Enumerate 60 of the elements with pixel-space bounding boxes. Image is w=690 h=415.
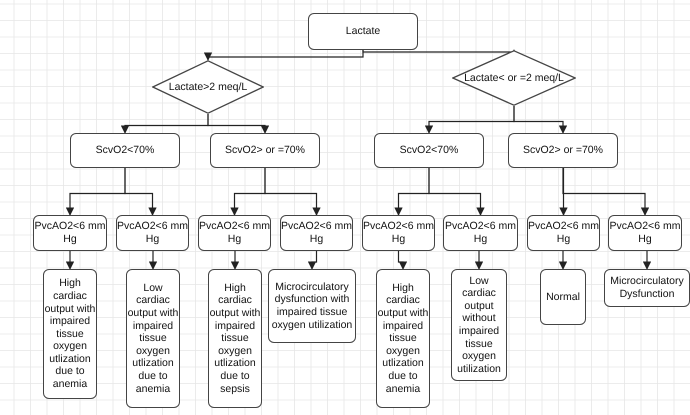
box-label: PvcAO2<6 mm Hg bbox=[444, 220, 517, 246]
arrow bbox=[124, 168, 157, 216]
process-box bbox=[268, 269, 356, 343]
arrow bbox=[264, 168, 321, 216]
process-box bbox=[604, 269, 690, 307]
arrow bbox=[207, 114, 270, 134]
decision-label: Lactate< or =2 meq/L bbox=[464, 72, 564, 84]
process-box bbox=[280, 215, 353, 251]
box-label: Lactate bbox=[346, 25, 380, 38]
box-label: ScvO2<70% bbox=[400, 144, 458, 157]
box-label: Low cardiac output without impaired tissue oxygen utilization bbox=[456, 274, 502, 376]
box-label: PvcAO2<6 mm Hg bbox=[609, 220, 681, 246]
box-label: PvcAO2<6 mm Hg bbox=[34, 220, 106, 246]
arrow bbox=[204, 50, 364, 61]
box-label: PvcAO2<6 mm Hg bbox=[281, 220, 352, 246]
process-box bbox=[210, 133, 320, 168]
box-label: PvcAO2<6 mm Hg bbox=[199, 220, 270, 246]
arrow bbox=[513, 106, 568, 134]
arrow bbox=[66, 251, 74, 270]
box-label: High cardiac output with impaired tissue oxygen utlization due to anemia bbox=[377, 282, 429, 396]
process-box bbox=[198, 215, 271, 251]
process-box bbox=[443, 215, 518, 251]
box-label: PvcAO2<6 mm Hg bbox=[117, 220, 188, 246]
box-label: ScvO2> or =70% bbox=[225, 144, 305, 157]
box-label: PvcAO2<6 mm Hg bbox=[528, 220, 599, 246]
box-label: High cardiac output with impaired tissue oxygen utlization due to anemia bbox=[44, 277, 96, 391]
arrow bbox=[230, 251, 240, 270]
box-label: Low cardiac output with impaired tissue oxygen utlization due to anemia bbox=[127, 282, 179, 396]
process-box bbox=[374, 133, 484, 168]
process-box bbox=[33, 215, 107, 251]
process-box bbox=[208, 269, 262, 408]
decision-label: Lactate>2 meq/L bbox=[168, 80, 248, 94]
arrow bbox=[562, 168, 650, 216]
process-box bbox=[376, 269, 430, 408]
process-box bbox=[43, 269, 97, 399]
process-box bbox=[451, 269, 507, 381]
process-box bbox=[308, 13, 418, 50]
process-box bbox=[527, 215, 600, 251]
box-label: PvcAO2<6 mm Hg bbox=[363, 220, 434, 246]
box-label: High cardiac output with impaired tissue oxygen utlization due to sepsis bbox=[209, 282, 261, 396]
arrow bbox=[642, 251, 652, 270]
box-label: ScvO2<70% bbox=[96, 144, 154, 157]
arrow bbox=[428, 168, 485, 216]
arrow bbox=[148, 251, 158, 270]
process-box bbox=[362, 215, 435, 251]
arrow bbox=[558, 251, 568, 270]
process-box bbox=[508, 133, 618, 168]
process-box bbox=[126, 269, 180, 408]
process-box bbox=[70, 133, 180, 168]
arrow bbox=[474, 251, 484, 270]
process-box bbox=[540, 269, 586, 325]
box-label: Microcirculatory Dysfunction bbox=[609, 275, 685, 301]
process-box bbox=[116, 215, 189, 251]
arrow bbox=[398, 251, 408, 270]
arrow bbox=[308, 251, 318, 270]
process-box bbox=[608, 215, 682, 251]
box-label: Normal bbox=[546, 290, 580, 304]
arrow bbox=[559, 168, 568, 216]
box-label: Microcirculatory dysfunction with impaired tissue oxygen utilization bbox=[270, 280, 354, 332]
box-label: ScvO2> or =70% bbox=[523, 144, 603, 157]
